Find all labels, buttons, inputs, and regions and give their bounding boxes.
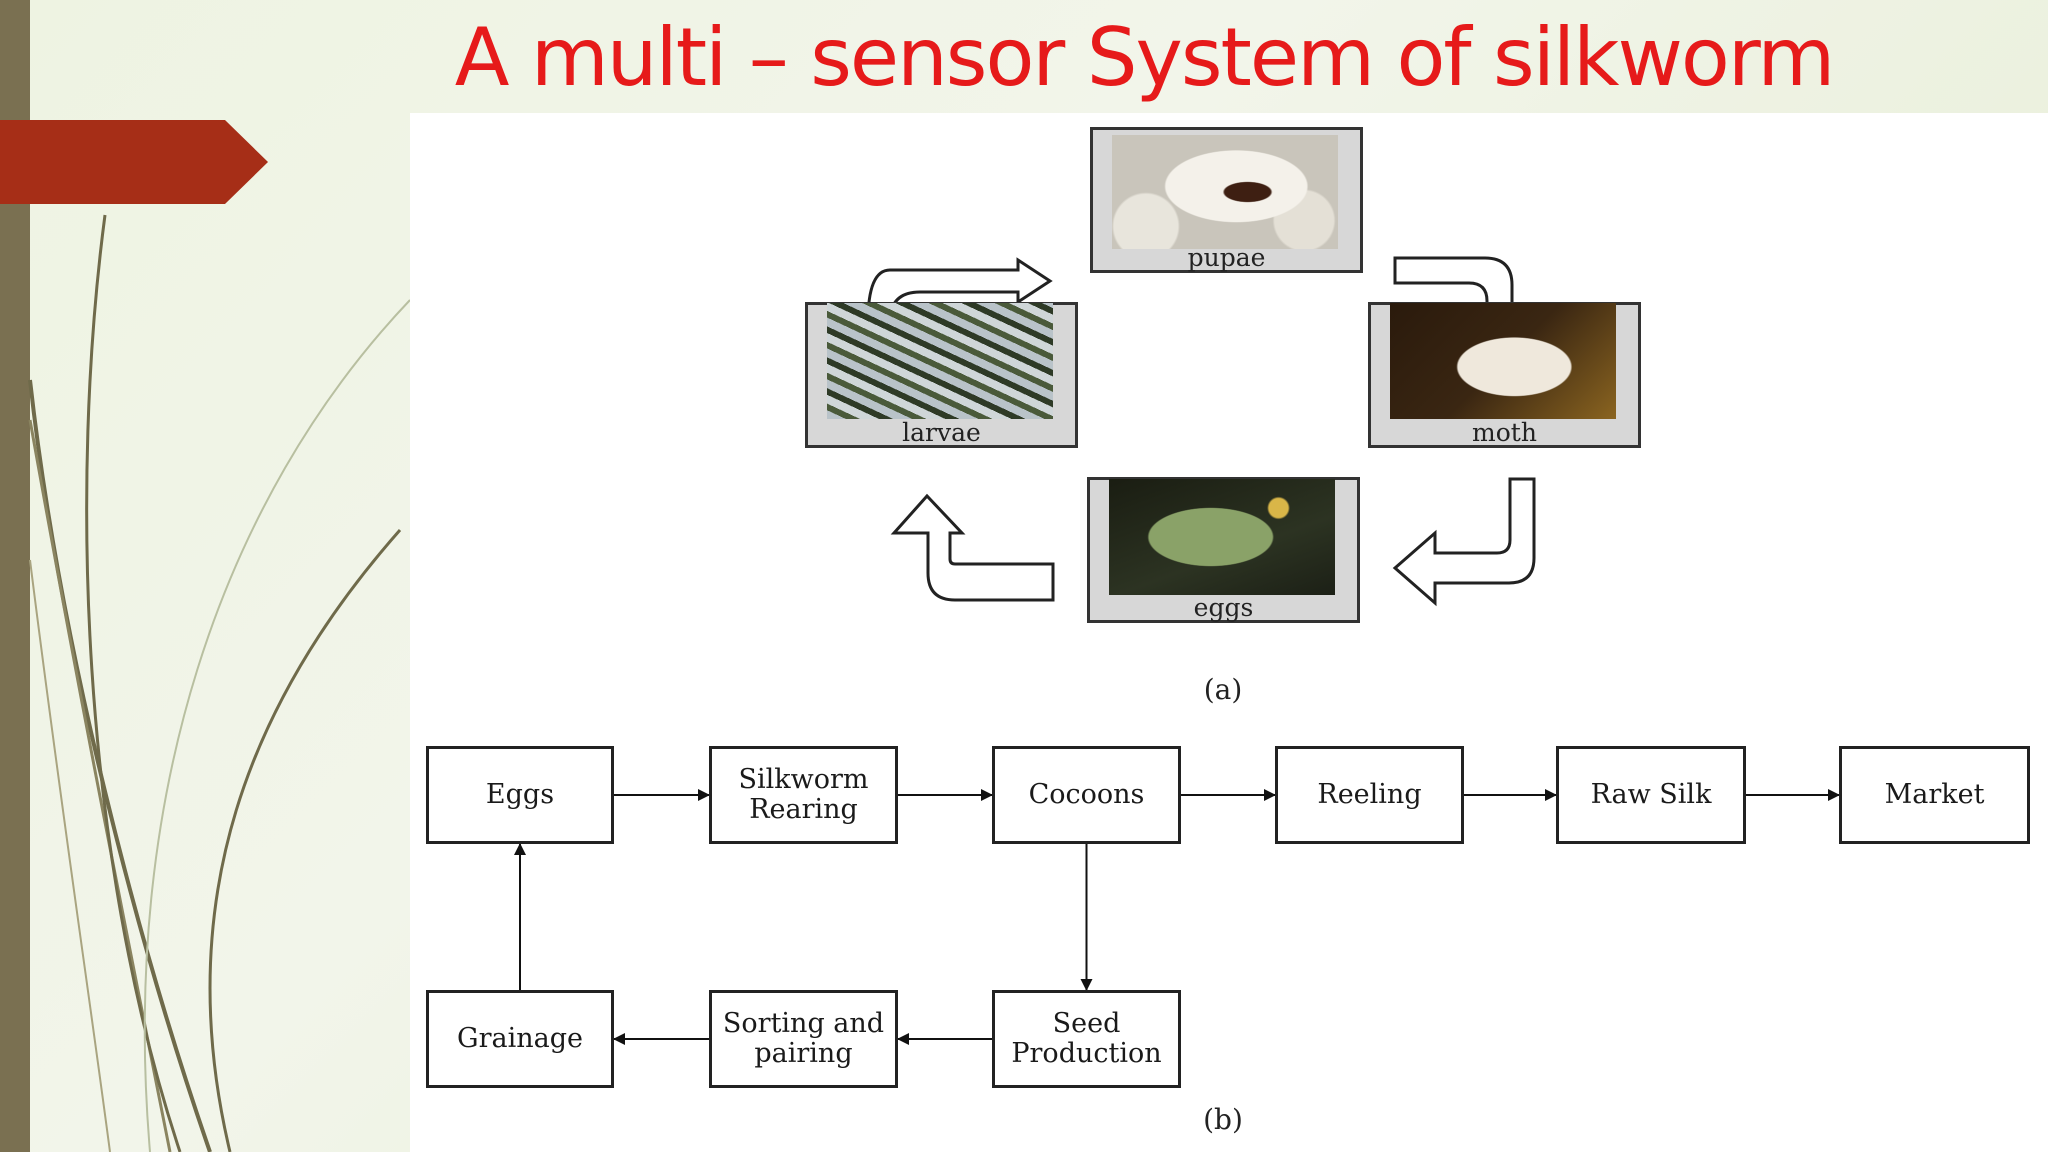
node-raw-silk: Raw Silk <box>1556 746 1746 844</box>
figure-panel: pupae moth eggs larvae (a) Eggs Silkworm… <box>410 113 2048 1152</box>
slide-title: A multi – sensor System of silkworm <box>454 11 1836 104</box>
accent-tab <box>0 120 268 204</box>
caption-a: (a) <box>1203 673 1243 706</box>
node-grainage: Grainage <box>426 990 614 1088</box>
node-eggs: Eggs <box>426 746 614 844</box>
stage-larvae: larvae <box>805 302 1078 448</box>
node-market: Market <box>1839 746 2030 844</box>
node-seed-production: Seed Production <box>992 990 1181 1088</box>
stage-label-eggs: eggs <box>1193 593 1254 622</box>
node-cocoons: Cocoons <box>992 746 1181 844</box>
cycle-arrow-moth-to-eggs <box>1392 477 1536 607</box>
node-silkworm-rearing: Silkworm Rearing <box>709 746 898 844</box>
stage-moth: moth <box>1368 302 1641 448</box>
larvae-photo <box>827 303 1053 419</box>
pupae-photo <box>1112 135 1338 249</box>
node-sorting-pairing: Sorting and pairing <box>709 990 898 1088</box>
stage-label-moth: moth <box>1472 418 1537 447</box>
stage-eggs: eggs <box>1087 477 1360 623</box>
process-edges <box>514 789 1840 1045</box>
moth-photo <box>1390 303 1616 419</box>
eggs-photo <box>1109 479 1335 595</box>
caption-b: (b) <box>1203 1103 1243 1136</box>
cycle-arrow-eggs-to-larvae <box>890 493 1055 602</box>
decorative-swooshes <box>28 214 411 1152</box>
node-reeling: Reeling <box>1275 746 1464 844</box>
stage-pupae: pupae <box>1090 127 1363 273</box>
stage-label-larvae: larvae <box>902 418 981 447</box>
stage-label-pupae: pupae <box>1187 243 1266 272</box>
